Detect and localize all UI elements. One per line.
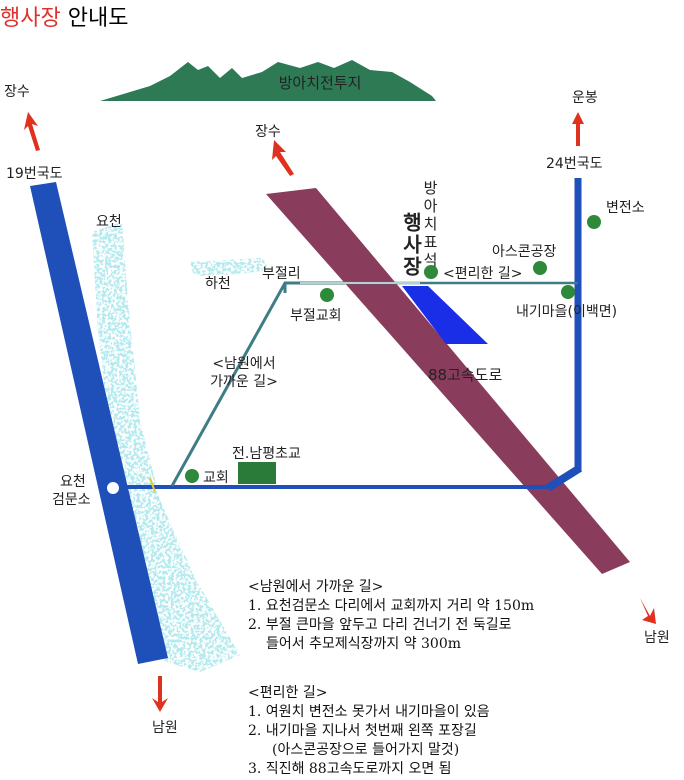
notes-nearby-heading: <남원에서 가까운 길> xyxy=(248,579,384,595)
label-yocheon-river: 요천 xyxy=(96,214,122,230)
asscon-factory-dot xyxy=(533,261,547,275)
label-venue: 행사장 xyxy=(399,212,423,278)
label-namwon-bottom: 남원 xyxy=(152,720,178,736)
bujeol-church-dot xyxy=(320,288,334,302)
label-route19: 19번국도 xyxy=(6,166,63,182)
notes-convenient-line2: 2. 내기마을 지나서 첫번째 왼쪽 포장길 xyxy=(248,723,477,739)
arrow-namwon-bottom xyxy=(152,676,168,712)
church-dot xyxy=(185,469,199,483)
notes-convenient-heading: <편리한 길> xyxy=(248,685,328,701)
label-nearby-road-1: <남원에서 xyxy=(212,356,275,372)
mountain-shape xyxy=(100,60,436,101)
notes-convenient-line4: 3. 직진해 88고속도로까지 오면 됨 xyxy=(248,761,452,777)
notes-convenient-line3: (아스콘공장으로 들어가지 말것) xyxy=(272,742,460,758)
substation-dot xyxy=(587,215,601,229)
arrow-jangsu-left xyxy=(24,112,40,151)
mountain-label: 방아치전투지 xyxy=(279,74,362,92)
naegi-village-dot xyxy=(561,285,575,299)
title-rest: 안내도 xyxy=(67,6,129,31)
label-checkpoint-1: 요천 xyxy=(60,474,86,490)
label-checkpoint-2: 검문소 xyxy=(52,492,91,508)
label-naegi-village: 내기마을(이백면) xyxy=(516,304,617,320)
label-nearby-road-2: 가까운 길> xyxy=(210,374,278,390)
bridge-mark xyxy=(149,477,156,493)
label-church: 교회 xyxy=(203,470,229,486)
label-convenient-road: <편리한 길> xyxy=(443,266,522,282)
notes-nearby-line3: 들어서 추모제식장까지 약 300m xyxy=(266,636,462,652)
arrow-namwon-right xyxy=(640,598,656,624)
label-unbong: 운봉 xyxy=(572,90,598,106)
monument-dot xyxy=(424,265,438,279)
label-school: 전.남평초교 xyxy=(232,446,301,462)
notes-nearby-line2: 2. 부절 큰마을 앞두고 다리 건너기 전 둑길로 xyxy=(248,617,512,633)
checkpoint-marker xyxy=(105,480,121,496)
notes-convenient-road: <편리한 길> 1. 여원치 변전소 못가서 내기마을이 있음 2. 내기마을 … xyxy=(248,684,490,779)
label-hacheon: 하천 xyxy=(205,276,231,292)
label-route24: 24번국도 xyxy=(546,156,603,172)
label-jangsu-mid: 장수 xyxy=(255,124,281,140)
title-highlight: 행사장 xyxy=(0,6,61,31)
page-title: 행사장 안내도 xyxy=(0,0,684,32)
school-block xyxy=(238,462,276,484)
label-substation: 변전소 xyxy=(606,200,645,216)
label-expressway: 88고속도로 xyxy=(428,366,502,384)
label-asscon-factory: 아스콘공장 xyxy=(492,244,557,260)
notes-nearby-road: <남원에서 가까운 길> 1. 요천검문소 다리에서 교회까지 거리 약 150… xyxy=(248,578,534,654)
hacheon-river xyxy=(188,258,270,276)
yocheon-river xyxy=(92,222,240,672)
arrow-jangsu-mid xyxy=(272,140,294,176)
route19-road xyxy=(30,182,168,664)
label-bujeolli: 부절리 xyxy=(262,266,301,282)
label-jangsu-left: 장수 xyxy=(4,84,30,100)
label-namwon-right: 남원 xyxy=(644,630,670,646)
arrow-unbong xyxy=(572,112,584,146)
notes-nearby-line1: 1. 요천검문소 다리에서 교회까지 거리 약 150m xyxy=(248,598,535,614)
expressway-road xyxy=(266,188,630,574)
notes-convenient-line1: 1. 여원치 변전소 못가서 내기마을이 있음 xyxy=(248,704,490,720)
label-monument: 방아치표석 xyxy=(421,180,439,270)
route24-connector xyxy=(545,464,583,492)
venue-block xyxy=(402,286,488,344)
label-bujeol-church: 부절교회 xyxy=(290,308,342,324)
